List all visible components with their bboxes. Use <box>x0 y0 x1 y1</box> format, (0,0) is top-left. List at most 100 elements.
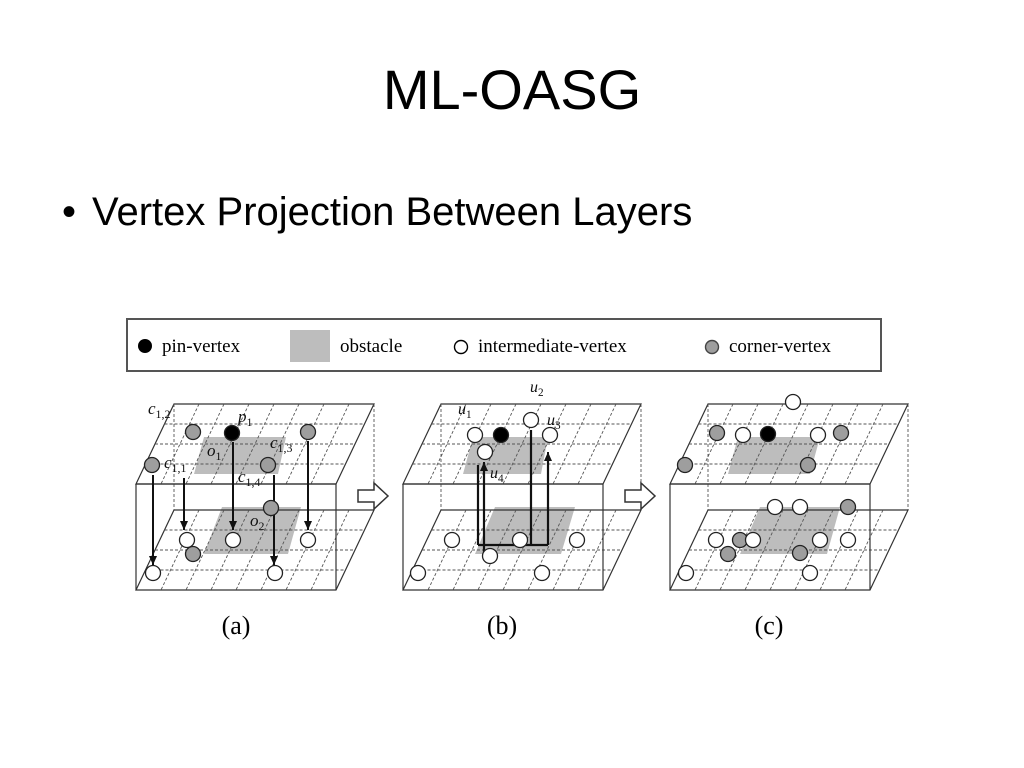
intermediate-vertex <box>476 443 494 461</box>
corner-vertex <box>184 545 202 563</box>
vertex-label: c1,1 <box>164 453 186 475</box>
corner-vertex <box>143 456 161 474</box>
obstacle-legend-icon <box>290 330 330 362</box>
bullet-item: • Vertex Projection Between Layers <box>62 192 692 232</box>
vertex-label-base: u <box>530 379 538 396</box>
arrow-head-icon <box>149 556 157 565</box>
vertex-label-sub: 1,4 <box>246 475 261 489</box>
intermediate-vertex <box>299 531 317 549</box>
vertex-label: u4 <box>490 465 504 485</box>
vertex-label-base: c <box>270 433 278 452</box>
corner-vertex <box>799 456 817 474</box>
vertex-label-sub: 1,3 <box>278 441 293 455</box>
arrow-right-icon <box>357 481 390 511</box>
vertex-label-sub: 1 <box>216 449 222 463</box>
intermediate-vertex <box>707 531 725 549</box>
arrow-head-icon <box>304 521 312 530</box>
vertex-label-base: u <box>490 465 498 482</box>
intermediate-vertex <box>144 564 162 582</box>
intermediate-vertex <box>744 531 762 549</box>
intermediate-vertex <box>541 426 559 444</box>
vertex-label: u1 <box>458 401 472 421</box>
vertex-label-sub: 2 <box>259 519 265 533</box>
intermediate-vertex <box>734 426 752 444</box>
pin-vertex <box>223 424 241 442</box>
vertex-label: u3 <box>547 412 561 432</box>
vertex-label: u2 <box>530 379 544 399</box>
vertex-label: p1 <box>237 407 253 429</box>
legend-pin-label: pin-vertex <box>162 336 241 357</box>
arrow-head-icon <box>180 521 188 530</box>
vertex-label-sub: 1 <box>466 409 472 421</box>
vertex-label: o1 <box>207 441 222 463</box>
bullet-text: Vertex Projection Between Layers <box>92 190 693 234</box>
intermediate-vertex <box>766 498 784 516</box>
intermediate-vertex <box>801 564 819 582</box>
vertex-label-base: c <box>148 399 156 418</box>
corner-vertex <box>839 498 857 516</box>
intermediate-vertex <box>481 547 499 565</box>
pin-vertex <box>759 425 777 443</box>
intermediate-vertex <box>809 426 827 444</box>
vertex-label: c1,4 <box>238 467 260 489</box>
intermediate-vertex <box>409 564 427 582</box>
vertex-label-base: u <box>458 401 466 418</box>
intermediate-vertex <box>224 531 242 549</box>
vertex-label-sub: 4 <box>498 473 504 485</box>
vertex-label-base: c <box>238 467 246 486</box>
legend-frame <box>126 318 882 372</box>
obstacle-region <box>475 507 575 554</box>
corner-vertex <box>262 499 280 517</box>
legend-intermediate-label: intermediate-vertex <box>478 336 627 357</box>
caption-c: (c) <box>755 611 784 640</box>
intermediate-vertex <box>266 564 284 582</box>
vertex-label: c1,2 <box>148 399 170 421</box>
corner-vertex <box>676 456 694 474</box>
slide-title: ML-OASG <box>382 58 642 121</box>
vertex-label-base: u <box>547 412 555 429</box>
intermediate-vertex <box>466 426 484 444</box>
vertex-label-base: p <box>237 407 247 426</box>
arrow-head-icon <box>544 452 552 461</box>
arrow-head-icon <box>480 462 488 471</box>
corner-vertex <box>708 424 726 442</box>
intermediate-vertex <box>568 531 586 549</box>
bullet-dot-icon: • <box>62 190 77 234</box>
intermediate-vertex <box>839 531 857 549</box>
corner-vertex <box>791 544 809 562</box>
caption-a: (a) <box>222 611 251 640</box>
vertex-label-sub: 1,2 <box>156 407 171 421</box>
vertex-label-base: o <box>207 441 216 460</box>
legend-obstacle-label: obstacle <box>340 336 402 357</box>
intermediate-vertex <box>784 393 802 411</box>
corner-vertex <box>184 423 202 441</box>
obstacle-region <box>728 437 820 474</box>
vertex-label-base: o <box>250 511 259 530</box>
intermediate-vertex <box>791 498 809 516</box>
pin-vertex-legend-icon <box>138 339 152 353</box>
intermediate-vertex <box>677 564 695 582</box>
vertex-label: c1,3 <box>270 433 292 455</box>
corner-vertex-legend-icon <box>704 339 720 355</box>
intermediate-vertex <box>443 531 461 549</box>
intermediate-vertex-legend-icon <box>453 339 469 355</box>
intermediate-vertex <box>522 411 540 429</box>
vertex-label: o2 <box>250 511 265 533</box>
caption-b: (b) <box>487 611 517 640</box>
corner-vertex <box>299 423 317 441</box>
vertex-label-sub: 2 <box>538 387 544 399</box>
intermediate-vertex <box>511 531 529 549</box>
legend: pin-vertex obstacle intermediate-vertex … <box>126 318 882 372</box>
intermediate-vertex <box>178 531 196 549</box>
legend-corner-label: corner-vertex <box>729 336 831 357</box>
arrow-head-icon <box>270 556 278 565</box>
vertex-label-sub: 3 <box>555 420 561 432</box>
pin-vertex <box>492 426 510 444</box>
vertex-label-sub: 1 <box>247 415 253 429</box>
arrow-right-icon <box>624 481 657 511</box>
arrow-head-icon <box>229 521 237 530</box>
vertex-label-sub: 1,1 <box>172 461 187 475</box>
